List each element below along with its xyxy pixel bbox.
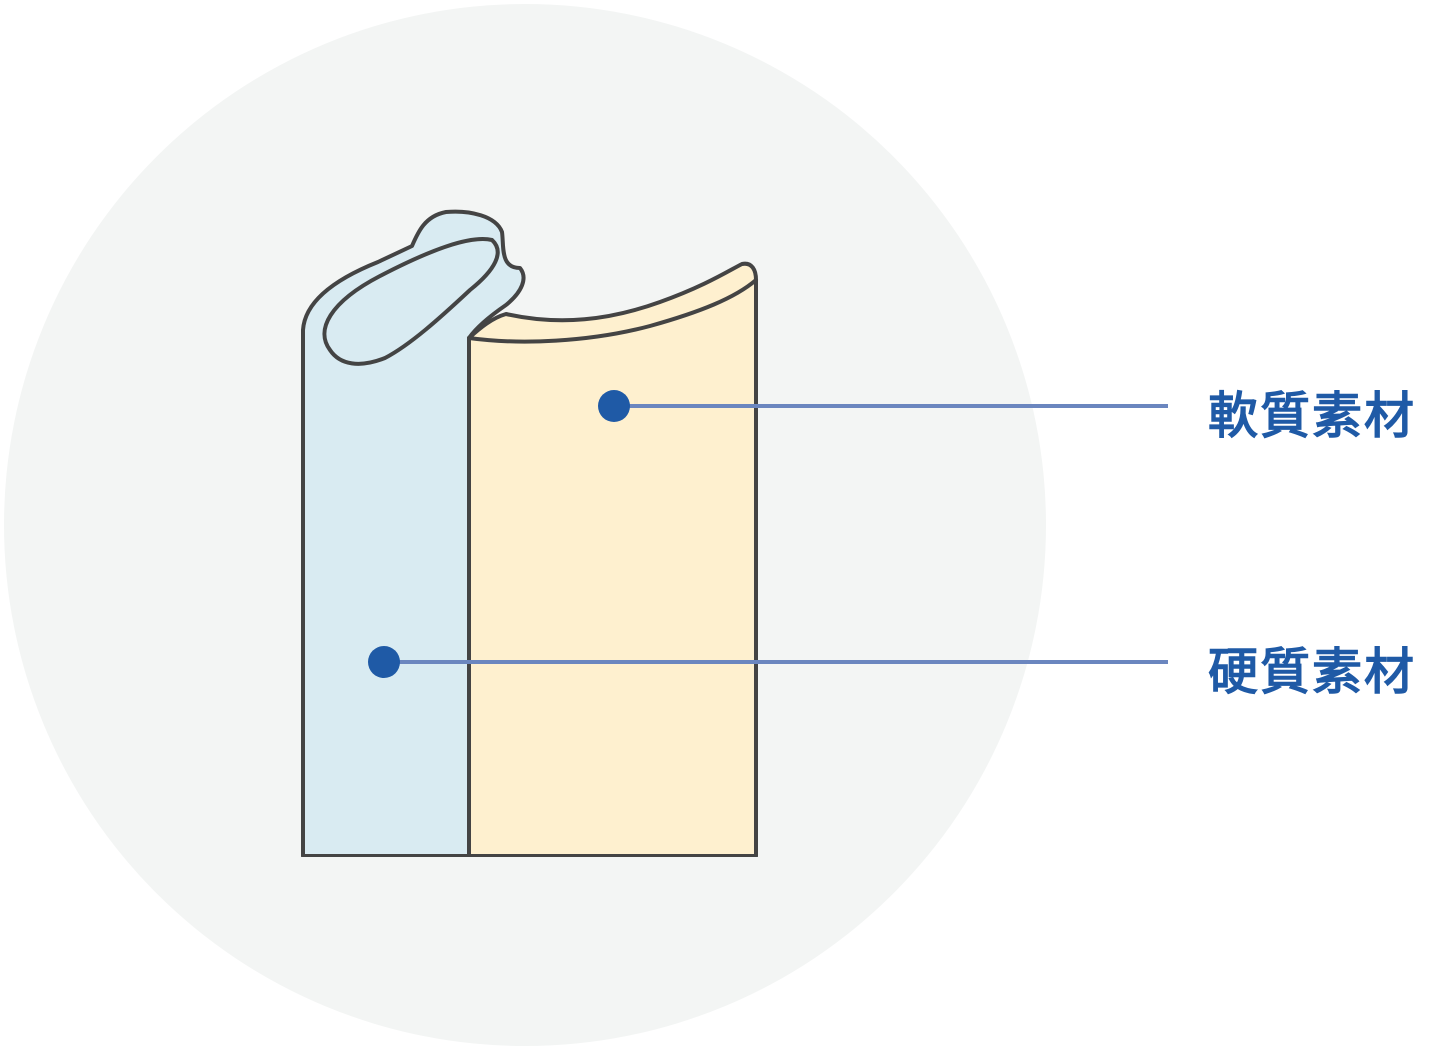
- bottom-crop: [290, 857, 770, 877]
- soft-material-curve: [467, 278, 758, 344]
- hard-material-label: 硬質素材: [1208, 643, 1416, 701]
- hard-material-loop-inner: [322, 237, 500, 366]
- soft-material-marker-dot: [598, 390, 630, 422]
- profile-illustration: [301, 209, 758, 858]
- soft-material-label: 軟質素材: [1208, 387, 1416, 445]
- hard-material-marker-dot: [368, 646, 400, 678]
- soft-material-strip: [467, 261, 758, 858]
